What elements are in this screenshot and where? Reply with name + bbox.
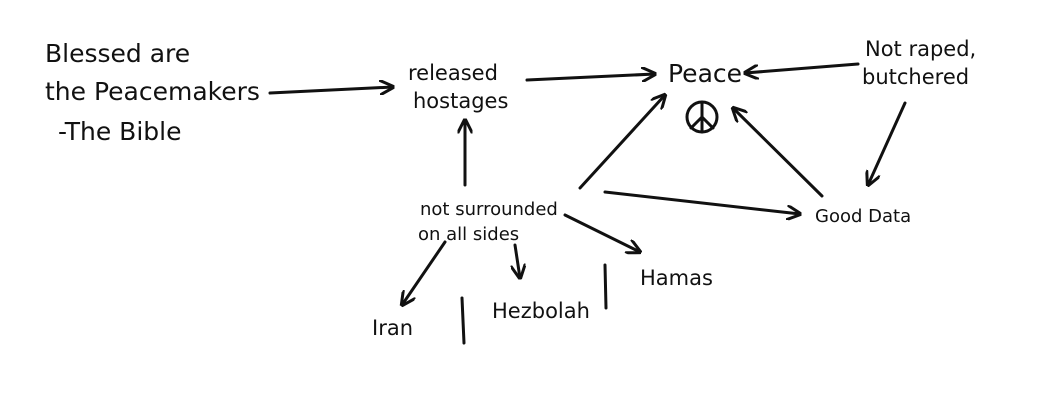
node-hezbolah: Hezbolah (492, 299, 590, 323)
separators (460, 263, 608, 345)
arrow-notraped-to-gooddata (868, 101, 907, 185)
arrow-surrounded-to-hamas (563, 213, 640, 252)
node-bible-quote: Blessed are the Peacemakers -The Bible (45, 39, 260, 146)
svg-text:Peace: Peace (668, 59, 742, 88)
svg-text:not surrounded: not surrounded (420, 199, 558, 220)
node-hamas: Hamas (640, 266, 713, 290)
svg-text:on all sides: on all sides (418, 224, 519, 245)
arrow-released-to-peace (525, 74, 655, 80)
node-peace: Peace (668, 59, 742, 134)
node-good-data: Good Data (815, 206, 911, 227)
svg-text:released: released (408, 61, 498, 85)
svg-text:hostages: hostages (413, 89, 508, 113)
arrow-gooddata-to-peace (733, 108, 824, 198)
arrow-surrounded-to-peace (578, 95, 665, 190)
svg-text:the Peacemakers: the Peacemakers (45, 77, 260, 106)
node-released-hostages: released hostages (408, 61, 508, 113)
arrows (268, 62, 907, 305)
peace-symbol-icon (685, 100, 719, 134)
svg-text:Not raped,: Not raped, (865, 37, 976, 61)
node-iran: Iran (372, 316, 413, 340)
arrow-surrounded-to-iran (402, 240, 447, 305)
separator-line (603, 263, 608, 310)
arrow-bible-to-released (268, 87, 393, 93)
node-not-raped: Not raped, butchered (862, 37, 976, 89)
node-not-surrounded: not surrounded on all sides (418, 199, 558, 245)
svg-text:Blessed are: Blessed are (45, 39, 190, 68)
svg-text:butchered: butchered (862, 65, 969, 89)
arrow-notraped-to-peace (745, 62, 860, 73)
arrow-surrounded-to-gooddata (603, 190, 800, 214)
separator-line (460, 296, 466, 345)
arrow-surrounded-to-hezbolah (515, 243, 520, 278)
svg-text:-The Bible: -The Bible (58, 117, 181, 146)
